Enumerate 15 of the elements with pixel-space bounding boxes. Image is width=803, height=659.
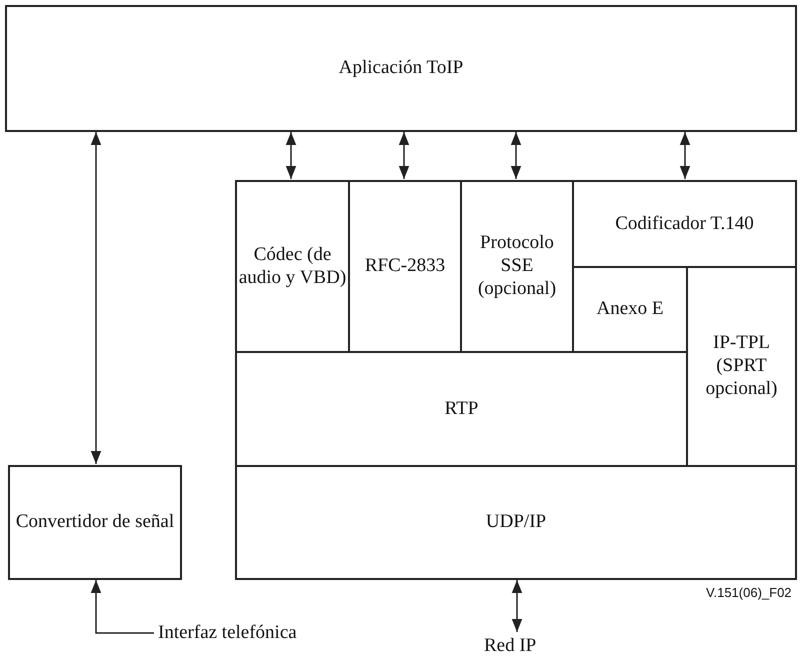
arrow [90, 132, 102, 464]
arrow [398, 132, 410, 179]
layer-box: Codificador T.140 [572, 180, 797, 268]
arrow [680, 132, 690, 179]
arrow [286, 132, 296, 179]
arrow [90, 580, 154, 634]
arrow [512, 580, 522, 632]
node-label: Red IP [484, 633, 552, 659]
figure-id: V.151(06)_F02 [706, 585, 792, 600]
layer-box: Aplicación ToIP [5, 5, 797, 132]
layer-box: Códec (de audio y VBD) [235, 180, 350, 353]
layer-box: Convertidor de señal [8, 465, 182, 580]
arrow [510, 132, 522, 179]
layer-box: UDP/IP [235, 465, 797, 580]
node-label: Interfaz telefónica [158, 620, 320, 646]
